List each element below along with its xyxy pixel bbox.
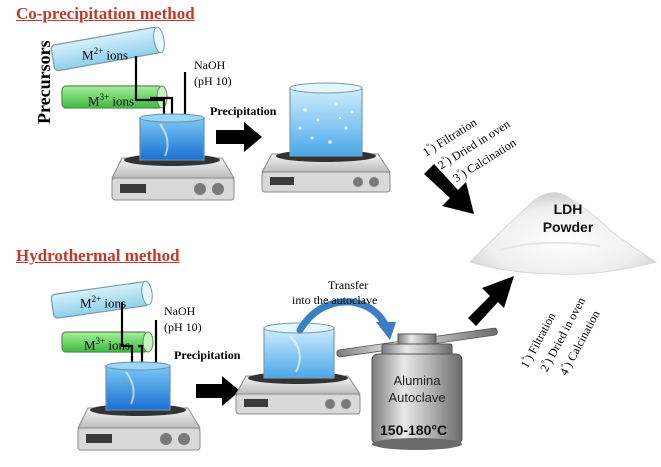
alumina-autoclave xyxy=(336,327,498,450)
transfer-label-line2: into the autoclave xyxy=(292,293,378,307)
m2-ions-label-top: M2+ ions xyxy=(82,46,128,63)
m3-ions-label-bottom: M3+ ions xyxy=(84,336,130,353)
ph-label-top: (pH 10) xyxy=(194,74,232,88)
arrow-to-ldh-top xyxy=(424,164,474,214)
precipitation-label-top: Precipitation xyxy=(210,104,277,118)
m2-base: M xyxy=(82,47,94,63)
ldh-label-line1: LDH xyxy=(553,201,583,217)
stirrer-beaker-precipitation-bottom xyxy=(235,322,361,415)
feed-arrows-top xyxy=(134,56,187,120)
stirrer-beaker-precipitation-top xyxy=(261,82,391,193)
m3-base-b: M xyxy=(84,337,96,353)
precursors-label: Precursors xyxy=(34,40,54,124)
autoclave-label-line1: Alumina xyxy=(393,373,441,388)
m2-ions-tube-top xyxy=(50,26,165,72)
stirrer-beaker-bottom xyxy=(77,361,201,451)
m3-base: M xyxy=(88,93,100,109)
stirrer-beaker-top xyxy=(111,113,235,201)
transfer-arrow xyxy=(296,298,396,340)
m3-charge: 3+ xyxy=(99,92,110,102)
ldh-powder-pile xyxy=(469,192,658,275)
autoclave-label: Alumina Autoclave xyxy=(372,372,462,406)
m2-base-b: M xyxy=(80,295,92,311)
precipitation-label-bottom: Precipitation xyxy=(174,348,241,362)
arrow-precipitation-bottom xyxy=(196,376,240,406)
feed-arrows-bottom xyxy=(120,302,158,366)
m2-ions-tube-bottom xyxy=(50,280,153,319)
naoh-label-top: NaOH xyxy=(194,58,226,72)
arrow-to-ldh-bottom xyxy=(468,276,514,326)
m3-tail-b: ions xyxy=(105,337,131,353)
hydrothermal-title: Hydrothermal method xyxy=(16,246,180,265)
m2-tail: ions xyxy=(103,47,129,63)
arrow-precipitation-top xyxy=(216,122,262,152)
m2-tail-b: ions xyxy=(101,295,127,311)
autoclave-label-line2: Autoclave xyxy=(388,390,446,405)
m2-charge: 2+ xyxy=(93,46,104,56)
naoh-label-bottom: NaOH xyxy=(164,304,196,318)
m3-tail: ions xyxy=(109,93,135,109)
ldh-label-line2: Powder xyxy=(542,219,594,235)
m2-ions-label-bottom: M2+ ions xyxy=(80,294,126,311)
transfer-label-line1: Transfer xyxy=(328,278,369,292)
m2-charge-b: 2+ xyxy=(91,294,102,304)
ph-label-bottom: (pH 10) xyxy=(164,320,202,334)
coprecipitation-title: Co-precipitation method xyxy=(16,4,195,23)
m3-charge-b: 3+ xyxy=(95,336,106,346)
ldh-powder-label: LDH Powder xyxy=(528,200,608,236)
temperature-label: 150-180°C xyxy=(380,422,448,438)
m3-ions-label-top: M3+ ions xyxy=(88,92,134,109)
